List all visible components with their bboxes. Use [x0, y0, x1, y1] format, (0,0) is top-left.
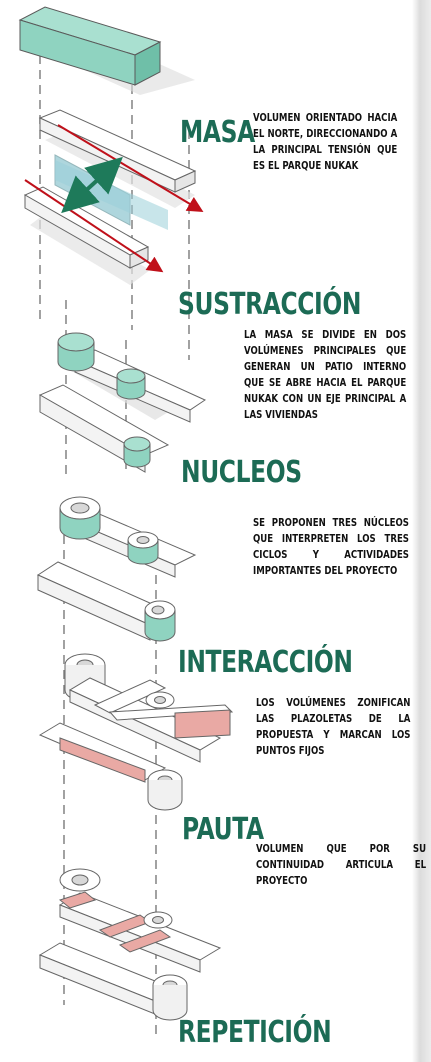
- stage-title-interaccion: INTERACCIÓN: [178, 645, 353, 680]
- stage-title-nucleos: NUCLEOS: [181, 455, 302, 490]
- repeticion-volumes: [38, 868, 222, 1021]
- stage-title-sustraccion: SUSTRACCIÓN: [178, 287, 362, 322]
- sustraccion-volumes: [23, 109, 204, 285]
- stage-title-pauta: PAUTA: [182, 812, 264, 847]
- pauta-volumes: [38, 653, 234, 811]
- stage-desc-nucleos: SE PROPONEN TRES NÚCLEOS QUE INTERPRETEN…: [253, 516, 409, 577]
- masa-volume: [18, 6, 195, 95]
- interaccion-volumes: [36, 496, 197, 642]
- nucleos-volumes: [38, 332, 207, 473]
- stage-desc-masa: VOLUMEN ORIENTADO HACIA EL NORTE, DIRECC…: [253, 111, 398, 172]
- stage-desc-pauta: VOLUMEN QUE POR SU CONTINUIDAD ARTICULA …: [256, 842, 427, 887]
- stage-title-masa: MASA: [180, 115, 255, 150]
- stage-desc-interaccion: LOS VOLÚMENES ZONIFICAN LAS PLAZOLETAS D…: [256, 696, 411, 757]
- stage-title-repeticion: REPETICIÓN: [178, 1015, 332, 1050]
- stage-desc-sustraccion: LA MASA SE DIVIDE EN DOS VOLÚMENES PRINC…: [244, 328, 407, 421]
